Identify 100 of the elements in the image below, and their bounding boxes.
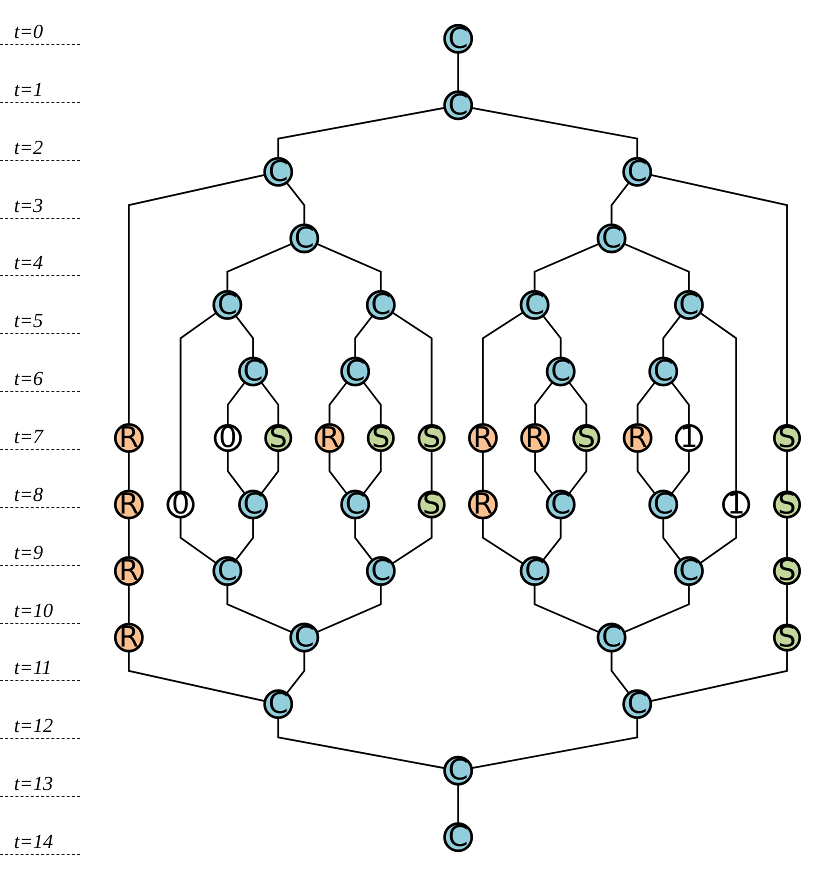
connector <box>180 517 217 564</box>
connector <box>700 312 738 492</box>
connector <box>128 518 130 558</box>
connector <box>392 312 433 426</box>
connector <box>362 450 382 494</box>
connector <box>610 182 630 225</box>
node-circle: C <box>366 290 396 320</box>
node-circle: R <box>468 490 498 520</box>
connector <box>328 382 348 424</box>
connector <box>316 584 382 633</box>
connector <box>277 718 445 770</box>
connector <box>328 452 348 494</box>
connector <box>392 517 433 564</box>
node-circle: R <box>114 622 144 652</box>
connector <box>482 518 524 564</box>
node-circle: C <box>340 356 370 386</box>
connector <box>234 315 254 358</box>
node-circle: C <box>443 756 474 786</box>
node-circle: C <box>212 556 242 586</box>
node-circle: R <box>622 423 652 453</box>
node-circle: R <box>520 423 550 453</box>
node-circle: C <box>443 822 474 852</box>
connector <box>662 315 682 358</box>
node-circle: R <box>314 423 344 453</box>
connector <box>700 517 738 564</box>
connector <box>226 382 246 426</box>
connector <box>568 450 588 494</box>
connector <box>482 312 524 424</box>
connector <box>226 584 292 634</box>
node-circle: C <box>648 490 678 520</box>
node-circle: C <box>520 556 550 586</box>
time-step-label: t=4 <box>0 252 80 276</box>
time-step-label: t=7 <box>0 426 80 450</box>
time-step-label: t=0 <box>0 20 80 45</box>
connector <box>636 382 656 424</box>
node-circle: C <box>622 689 652 720</box>
node-circle: C <box>622 156 652 187</box>
node-circle: R <box>468 423 498 453</box>
connector <box>568 382 588 426</box>
time-step-label: t=3 <box>0 194 80 218</box>
node-circle: 1 <box>722 490 750 519</box>
time-step-label: t=14 <box>0 830 80 855</box>
connector <box>234 518 254 561</box>
time-step-label: t=8 <box>0 484 80 508</box>
connector <box>636 452 656 494</box>
node-circle: C <box>340 490 370 520</box>
connector <box>354 518 374 561</box>
node-circle: C <box>238 356 268 386</box>
time-step-label: t=11 <box>0 657 80 682</box>
node-circle: 0 <box>166 490 195 519</box>
connector <box>534 452 554 494</box>
connector <box>128 452 130 491</box>
time-step-label: t=2 <box>0 136 80 161</box>
connector <box>786 450 788 492</box>
connector <box>471 718 638 770</box>
connector <box>362 382 382 426</box>
connector <box>670 382 690 426</box>
connector <box>128 584 130 624</box>
connector <box>430 450 433 492</box>
time-step-label: t=9 <box>0 542 80 566</box>
connector <box>610 651 630 694</box>
connector <box>786 584 788 625</box>
node-circle: C <box>596 224 626 254</box>
node-circle: C <box>263 689 294 720</box>
connector <box>260 382 280 426</box>
node-circle: R <box>114 556 144 586</box>
time-step-label: t=10 <box>0 600 80 624</box>
node-circle: C <box>289 224 320 254</box>
node-circle: C <box>212 290 242 320</box>
connector <box>624 584 690 634</box>
connector <box>354 315 374 358</box>
connector <box>650 174 788 426</box>
connector <box>650 650 788 702</box>
connector <box>534 242 600 292</box>
connector <box>471 106 638 158</box>
connector <box>128 651 266 702</box>
node-circle: R <box>114 423 144 453</box>
connector <box>542 518 562 561</box>
connector <box>286 651 306 694</box>
connector <box>128 174 266 424</box>
connector <box>260 450 280 494</box>
connector <box>670 450 690 494</box>
node-circle: C <box>443 24 474 54</box>
node-circle: 0 <box>214 424 242 452</box>
connector <box>482 452 484 491</box>
node-circle: 1 <box>674 424 703 452</box>
connector <box>534 382 554 424</box>
time-step-label: t=6 <box>0 368 80 392</box>
node-circle: C <box>546 490 576 520</box>
connector <box>534 584 600 634</box>
time-step-label: t=13 <box>0 773 80 798</box>
connector <box>180 312 217 492</box>
node-circle: C <box>238 490 268 520</box>
connector <box>277 106 445 158</box>
node-circle: C <box>443 90 474 120</box>
node-circle: R <box>114 490 144 520</box>
node-circle: C <box>596 622 626 652</box>
time-step-label: t=12 <box>0 715 80 740</box>
connector <box>542 315 562 358</box>
node-circle: C <box>648 356 678 386</box>
